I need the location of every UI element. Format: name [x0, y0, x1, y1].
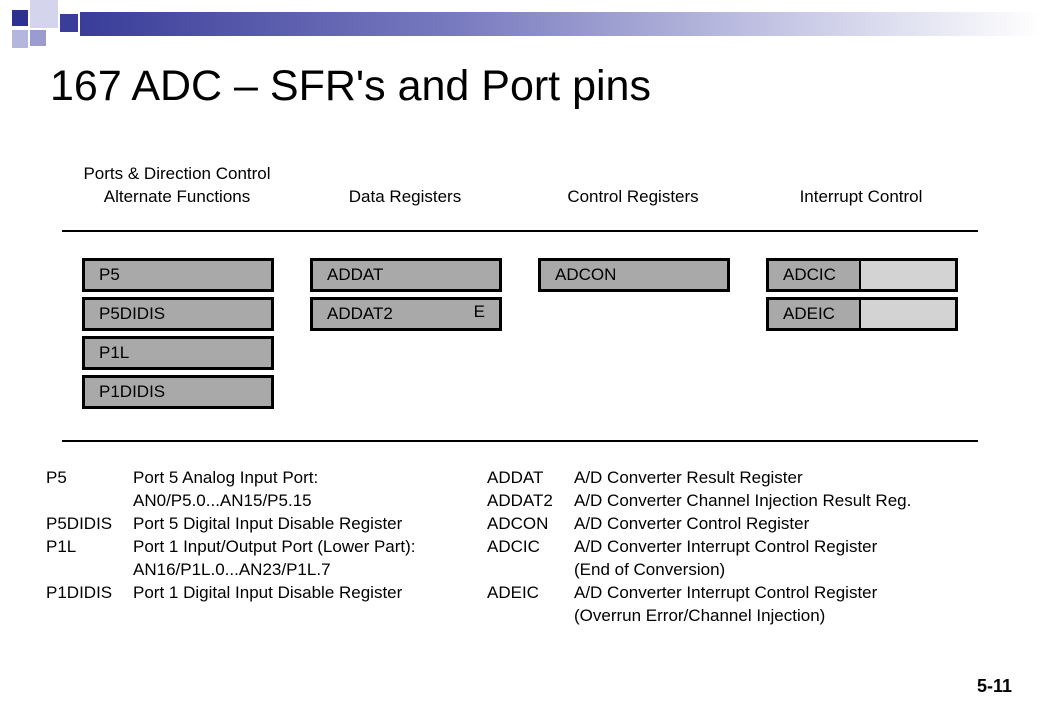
divider-top [62, 230, 978, 232]
column-header-ports-line1: Ports & Direction Control [83, 164, 271, 183]
desc-text: Port 5 Digital Input Disable Register [133, 514, 403, 533]
desc-text: Port 1 Input/Output Port (Lower Part): [133, 537, 416, 556]
header-gradient-bar [80, 12, 1040, 36]
column-header-control: Control Registers [567, 187, 699, 206]
desc-text: A/D Converter Result Register [574, 468, 803, 487]
decor-square-4 [60, 14, 78, 32]
desc-text: A/D Converter Channel Injection Result R… [574, 491, 912, 510]
register-label: P1DIDIS [99, 382, 166, 401]
register-box-adeic: ADEIC [766, 297, 958, 331]
register-label: ADCIC [783, 265, 836, 284]
register-cell [859, 261, 955, 289]
register-label: P1L [99, 343, 130, 362]
register-box-addat: ADDAT [310, 258, 502, 292]
column-header-data: Data Registers [348, 187, 462, 206]
register-box-addat2: ADDAT2 E [310, 297, 502, 331]
register-cell [859, 300, 955, 328]
register-label: ADDAT [327, 265, 384, 284]
desc-text: A/D Converter Interrupt Control Register [574, 537, 878, 556]
register-label: P5DIDIS [99, 304, 166, 323]
desc-name: P5 [46, 468, 67, 487]
column-header-ports: Ports & Direction Control Alternate Func… [62, 162, 292, 208]
desc-text: AN0/P5.0...AN15/P5.15 [133, 491, 312, 510]
column-header-interrupt: Interrupt Control [799, 187, 923, 206]
desc-name: ADCIC [487, 537, 540, 556]
desc-name: ADEIC [487, 583, 539, 602]
register-tag: E [473, 302, 485, 321]
column-header-ports-line2: Alternate Functions [103, 187, 251, 206]
desc-text: (Overrun Error/Channel Injection) [574, 606, 826, 625]
page-number: 5-11 [976, 676, 1012, 696]
register-label: ADCON [555, 265, 617, 284]
desc-text: A/D Converter Interrupt Control Register [574, 583, 878, 602]
desc-name: P1DIDIS [46, 583, 113, 602]
decor-square-5 [12, 30, 28, 48]
register-box-p5didis: P5DIDIS [82, 297, 274, 331]
register-label: ADEIC [783, 304, 835, 323]
decor-square-2 [30, 0, 58, 28]
desc-name: P5DIDIS [46, 514, 113, 533]
desc-name: ADDAT [487, 468, 544, 487]
register-box-p1didis: P1DIDIS [82, 375, 274, 409]
desc-name: ADDAT2 [487, 491, 553, 510]
register-label: ADDAT2 [327, 304, 393, 323]
decor-square-1 [12, 10, 28, 26]
decor-square-3 [30, 30, 46, 46]
desc-name: ADCON [487, 514, 549, 533]
slide-title: 167 ADC – SFR's and Port pins [50, 62, 651, 110]
desc-text: (End of Conversion) [574, 560, 726, 579]
register-label: P5 [99, 265, 120, 284]
desc-name: P1L [46, 537, 77, 556]
register-box-p5: P5 [82, 258, 274, 292]
register-box-adcic: ADCIC [766, 258, 958, 292]
desc-text: A/D Converter Control Register [574, 514, 810, 533]
desc-text: Port 5 Analog Input Port: [133, 468, 319, 487]
desc-text: Port 1 Digital Input Disable Register [133, 583, 403, 602]
register-box-adcon: ADCON [538, 258, 730, 292]
divider-bottom [62, 440, 978, 442]
desc-text: AN16/P1L.0...AN23/P1L.7 [133, 560, 331, 579]
register-box-p1l: P1L [82, 336, 274, 370]
